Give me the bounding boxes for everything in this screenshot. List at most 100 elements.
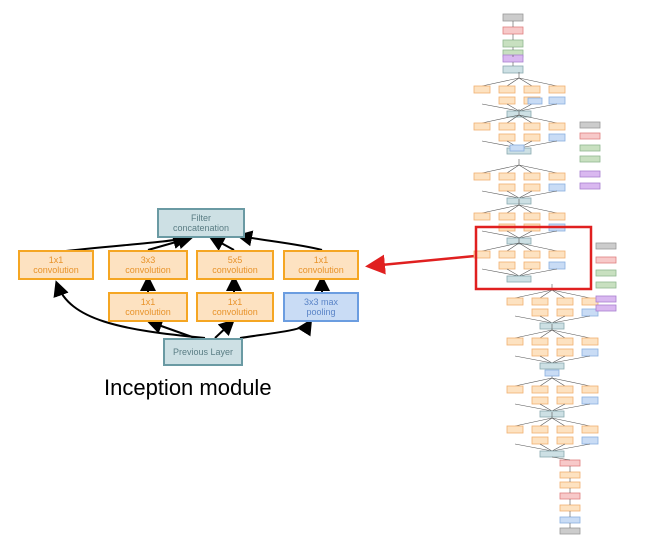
module-conv-box [498,85,516,94]
module-branch-box [523,261,541,270]
network-edge [481,114,520,124]
aux-classifier-box [579,121,601,129]
aux-classifier-box [595,281,617,289]
network-edge [506,77,520,87]
network-edge [481,190,520,199]
arrow-prev-to-reduce3 [146,318,196,339]
network-edge [518,140,558,149]
network-edge [551,315,591,324]
stem-layer-box [502,65,524,74]
network-edge [506,242,520,252]
module-conv-box [523,85,541,94]
network-edge [539,443,553,452]
module-conv-box [523,172,541,181]
aux-classifier-box [595,304,617,312]
module-branch-box [581,436,599,445]
network-edge [539,417,553,427]
network-edge [539,377,553,387]
network-edge [518,114,558,124]
network-edge [506,103,520,112]
inception-module-caption: Inception module [104,375,272,400]
module-branch-box [548,133,566,142]
module-branch-box [531,396,549,405]
arrow-prev-to-reduce5 [214,319,235,339]
output-layer-box [559,459,581,467]
network-edge [514,329,553,339]
network-edge [514,403,553,412]
network-edge [539,403,553,412]
module-conv-box [473,250,491,259]
arrow-prev-to-conv1-left [53,280,206,339]
module-branch-box [556,396,574,405]
module-conv-box [556,297,574,306]
network-edge [539,355,553,364]
network-edge [518,230,533,239]
network-edge [551,443,591,452]
conv-1x1-left-box: 1x1 convolution [18,250,94,280]
aux-classifier-box [579,155,601,163]
module-branch-box [523,133,541,142]
network-edge [518,204,558,214]
conv-1x1-left-line1: 1x1 [48,255,64,265]
module-branch-box [498,183,516,192]
network-edge [506,230,520,239]
module-branch-box [531,436,549,445]
network-edge [481,164,520,174]
conv-3x3-line1: 3x3 [140,255,156,265]
network-edge [518,204,533,214]
network-edge [518,103,533,112]
network-edge [539,329,553,339]
module-conv-box [548,250,566,259]
module-branch-box [581,348,599,357]
aux-classifier-box [579,144,601,152]
network-edge [518,268,533,277]
conv-3x3-line2: convolution [125,265,171,275]
highlighted-module-frame [474,225,593,291]
module-branch-box [498,133,516,142]
module-conv-box [581,425,599,434]
conv-5x5-line2: convolution [212,265,258,275]
network-edge [506,204,520,214]
module-conv-box [548,122,566,131]
module-branch-box [548,183,566,192]
network-edge [518,190,533,199]
network-edge [518,190,558,199]
module-conv-box [498,122,516,131]
network-graph [473,13,617,535]
network-edge [514,443,553,452]
module-branch-box [523,183,541,192]
network-edge [514,377,553,387]
module-conv-box [581,337,599,346]
network-edge [518,77,558,87]
conv-1x1-left-line2: convolution [33,265,79,275]
module-conv-box [556,385,574,394]
module-conv-box [531,425,549,434]
reduce-5x5-line1: 1x1 [227,297,243,307]
conv-1x1-right-line1: 1x1 [313,255,329,265]
module-conv-box [523,212,541,221]
output-layer-box [559,504,581,512]
network-edge [551,417,591,427]
network-edge [518,164,533,174]
network-edge [551,289,566,299]
stem-layer-box [502,39,524,48]
module-branch-box [548,96,566,105]
module-branch-box [556,348,574,357]
network-edge [518,114,533,124]
network-edge [518,103,558,112]
module-concat-box [539,450,565,458]
network-edge [518,77,533,87]
network-edge [551,377,566,387]
filter-concat-line2: concatenation [172,223,230,233]
network-edge [551,315,566,324]
network-edge [551,403,591,412]
output-layer-box [559,527,581,535]
network-edge [481,242,520,252]
network-edge [551,289,591,299]
network-edge [481,103,520,112]
module-conv-box [581,385,599,394]
module-conv-box [473,85,491,94]
network-edge [551,403,566,412]
network-edge [506,164,520,174]
network-edge [506,190,520,199]
